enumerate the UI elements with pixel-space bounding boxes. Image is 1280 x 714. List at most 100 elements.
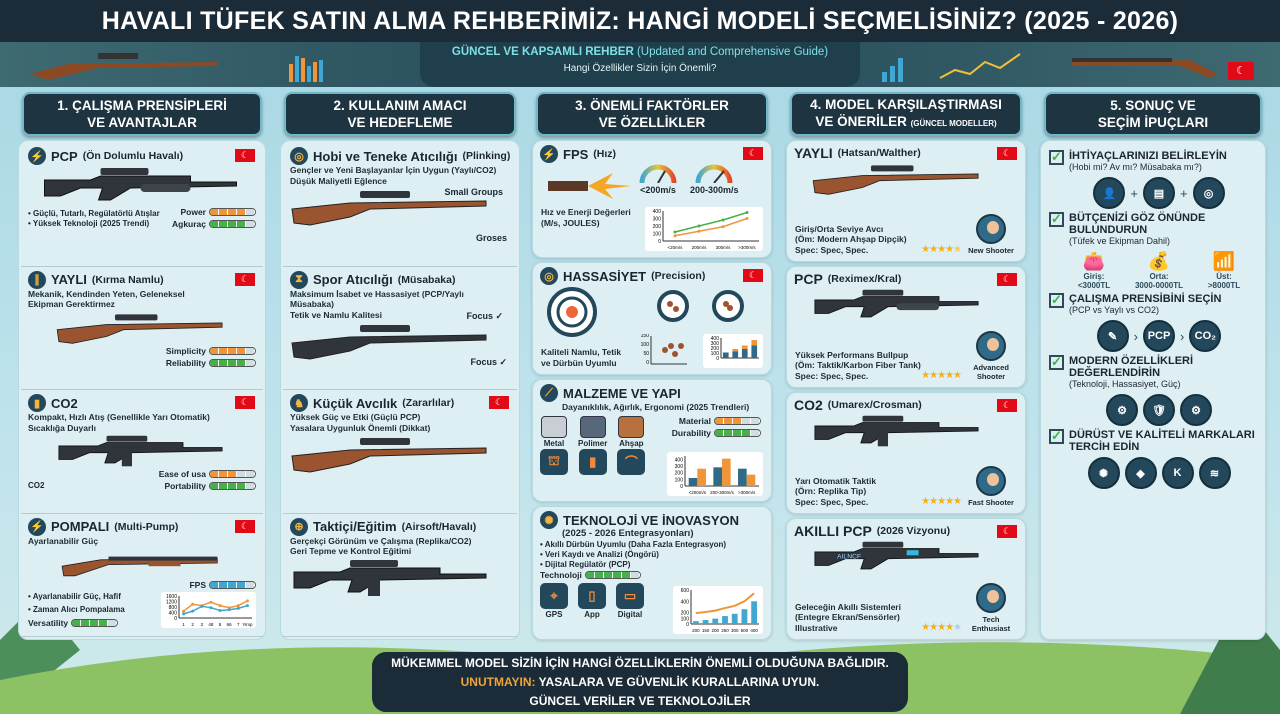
co2-cartridge-icon: ▮ — [28, 394, 46, 412]
card-subtitle: (Müsabaka) — [397, 273, 456, 286]
y-tick-label: 300 — [653, 217, 662, 223]
data-point — [745, 211, 749, 214]
line-chart-decoration — [882, 53, 1021, 82]
material-description: Dayanıklılık, Ağırlık, Ergonomi (2025 Tr… — [562, 402, 750, 413]
y-tick-label: 200 — [711, 346, 720, 352]
model-title: YAYLI — [794, 145, 833, 161]
card-title: Spor Atıcılığı — [313, 272, 393, 287]
rating-level-bar — [209, 581, 256, 589]
turkey-flag-icon: ☾ — [997, 525, 1017, 538]
card-tag: Small Groups — [444, 187, 503, 197]
y-tick-label: 400 — [711, 336, 720, 342]
rifle-illustration — [30, 53, 218, 80]
shot-group-donuts — [657, 290, 744, 323]
star-icon: ★ — [937, 244, 946, 255]
rating-bar: Ease of usa — [159, 469, 256, 479]
budget-tiers: 👛Giriş:<3000TL💰Orta:3000-0000TL📶Üst:>800… — [1061, 251, 1257, 290]
rating-level-bar — [209, 358, 256, 367]
tip-title: DÜRÜST VE KALİTELİ MARKALARI TERCİH EDİN — [1069, 429, 1255, 453]
y-tick-label: 50 — [643, 351, 649, 357]
budget-tier: 💰Orta:3000-0000TL — [1134, 251, 1184, 290]
model-card: YAYLI(Hatsan/Walther)☾ Giriş/Orta Seviye… — [786, 140, 1026, 262]
rating-label: Ease of usa — [158, 469, 206, 479]
star-icon: ★ — [937, 370, 946, 381]
rating-label: FPS — [189, 580, 206, 590]
material-swatch: Metal⛫ — [540, 415, 568, 475]
rating-bar: Durability — [672, 428, 761, 438]
tips-card: ✓İHTİYAÇLARINIZI BELİRLEYİN(Hobi mi? Av … — [1040, 140, 1266, 640]
budget-tier: 👛Giriş:<3000TL — [1077, 251, 1111, 290]
trend-arrow — [695, 592, 755, 615]
turkey-flag-icon: ☾ — [235, 519, 255, 533]
tip-title: İHTİYAÇLARINIZI BELİRLEYİN — [1069, 150, 1227, 162]
y-tick-label: 1600 — [166, 594, 177, 600]
avatar — [976, 466, 1006, 496]
bar — [746, 475, 756, 487]
card-description: Ayarlanabilir Güç — [28, 535, 99, 546]
model-description: Spec: Spec, Spec. — [795, 370, 869, 381]
smart-rifle-illustration: AILNCF — [814, 541, 979, 570]
bar — [731, 613, 738, 624]
crosshair-badge-icon: ⊕ — [290, 517, 308, 536]
tip-step: ✓DÜRÜST VE KALİTELİ MARKALARI TERCİH EDİ… — [1049, 429, 1257, 453]
section-header-line-1: 4. MODEL KARŞILAŞTIRMASI — [810, 97, 1002, 112]
x-tick-label: 300 — [731, 628, 739, 633]
card-subtitle: (Airsoft/Havalı) — [401, 520, 477, 533]
section-header-line-1: 5. SONUÇ VE — [1110, 98, 1196, 113]
star-rating: ★★★★★ — [921, 370, 962, 381]
chip-icon: ✺ — [540, 511, 558, 530]
target-icon: ◎ — [290, 147, 308, 165]
data-point — [218, 604, 222, 608]
precision-description: Kaliteli Namlu, Tetik — [541, 347, 622, 358]
bar — [697, 469, 706, 487]
rating-bar: FPS — [189, 580, 256, 590]
y-tick-label: 100 — [681, 616, 690, 622]
card-description: Sıcaklığa Duyarlı — [28, 422, 97, 433]
bar — [751, 345, 758, 359]
rating-level-bar — [584, 570, 641, 579]
fps-description: (M/s, JOULES) — [541, 217, 600, 228]
principle-card: ⚡POMPALI(Multi-Pump)☾Ayarlanabilir Güç• … — [21, 514, 263, 637]
tech-feature: ⌖GPS — [540, 582, 568, 619]
footer-line-1: MÜKEMMEL MODEL SİZİN İÇİN HANGİ ÖZELLİKL… — [391, 656, 889, 670]
card-title: MALZEME VE YAPI — [563, 385, 681, 401]
y-tick-label: 400 — [653, 209, 662, 215]
rating-level-bar — [209, 220, 256, 228]
star-rating: ★★★★★ — [921, 622, 962, 633]
card-title: HASSASİYET — [563, 268, 647, 284]
card-description: Gerçekçi Görünüm ve Çalışma (Replika/CO2… — [290, 535, 472, 546]
checkbox-checked-icon: ✓ — [1049, 293, 1064, 308]
bar — [738, 469, 747, 487]
x-tick-label: 7 — [237, 622, 240, 627]
x-tick-label: 2 — [191, 622, 194, 627]
x-tick-label: >300m/s — [738, 245, 756, 250]
card-subtitle: (Zararlılar) — [402, 397, 455, 409]
x-tick-label: 3 — [201, 622, 204, 627]
data-point — [697, 224, 701, 228]
card-subtitle: (Multi-Pump) — [114, 520, 179, 533]
y-tick-label: 100 — [675, 478, 684, 484]
y-tick-label: 200 — [653, 224, 662, 230]
fps-description: Hız ve Enerji Değerleri — [541, 207, 631, 217]
tech-bullet: • Veri Kaydı ve Analizi (Öngörü) — [540, 549, 659, 559]
card-title: PCP — [51, 148, 78, 164]
weight-icon: ⛫ — [540, 448, 568, 475]
deer-icon: ♞ — [290, 394, 308, 412]
data-point — [673, 230, 677, 234]
principle-card: ▮CO2☾Kompakt, Hızlı Atış (Genellikle Yar… — [21, 390, 263, 514]
usage-panel: ◎Hobi ve Teneke Atıcılığı(Plinking)Gençl… — [280, 140, 520, 640]
pump-rifle-illustration — [61, 556, 218, 577]
lightning-icon: ⚡ — [28, 517, 46, 536]
card-description: Maksimum İsabet ve Hassasiyet (PCP/Yaylı… — [290, 288, 464, 310]
principles-panel: ⚡PCP(Ön Dolumlu Havalı)☾• Güçlü, Tutarlı… — [18, 140, 266, 640]
data-point — [697, 229, 701, 233]
card-description: Kompakt, Hızlı Atış (Genellikle Yarı Oto… — [28, 412, 210, 422]
model-description: (Entegre Ekran/Sensörler) — [795, 612, 900, 622]
material-swatch: Polimer▮ — [578, 415, 607, 475]
model-title: PCP — [794, 271, 823, 287]
card-tag: Focus ✓ — [470, 356, 507, 367]
